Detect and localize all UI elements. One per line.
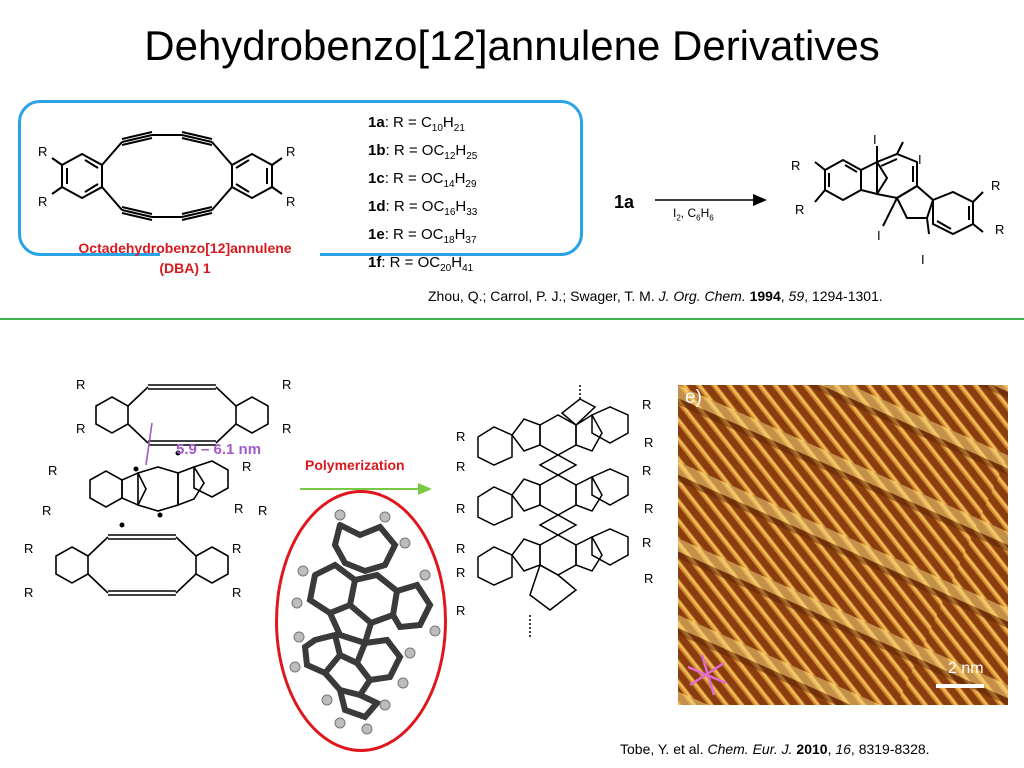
substituent-label: R (991, 178, 1000, 193)
substituent-label: R (38, 144, 47, 159)
substituent-label: R (644, 571, 653, 586)
reference-citation: Zhou, Q.; Carrol, P. J.; Swager, T. M. J… (428, 288, 883, 304)
substituent-label: R (456, 501, 465, 516)
substituent-label: R (456, 603, 465, 618)
substituent-label: R (642, 397, 651, 412)
substituent-label: R (282, 421, 291, 436)
substituent-label: R (242, 459, 251, 474)
scale-label: 2 nm (948, 660, 984, 677)
substituent-label: R (642, 463, 651, 478)
substituent-label: R (456, 459, 465, 474)
substituent-label: R (232, 585, 241, 600)
substituent-label: R (456, 565, 465, 580)
scale-bar-icon (936, 684, 984, 688)
stm-panel-label: e) (685, 387, 702, 408)
molecular-model-frame (275, 490, 447, 752)
iodo-label: I (918, 152, 922, 167)
substituent-label: R (644, 435, 653, 450)
substituent-label: R (995, 222, 1004, 237)
substituent-label: R (38, 194, 47, 209)
dba-structure: R R R R (38, 131, 295, 221)
slide-title: Dehydrobenzo[12]annulene Derivatives (144, 22, 880, 69)
substituent-label: R (76, 377, 85, 392)
iodo-label: I (921, 252, 925, 267)
dba-name-line: (DBA) 1 (159, 260, 211, 276)
molecular-model (289, 509, 441, 735)
substituent-label: R (456, 541, 465, 556)
substituent-label: R (282, 377, 291, 392)
lattice-axes-icon (687, 654, 727, 696)
substituent-label: R (48, 463, 57, 478)
reagent-label: I2, C6H6 (673, 206, 714, 223)
substituent-label: R (24, 541, 33, 556)
substituent-label: R (286, 144, 295, 159)
dba-name-line: Octadehydrobenzo[12]annulene (78, 240, 292, 256)
compound-entry: 1e: R = OC18H37 (368, 226, 477, 246)
dba-name-label: Octadehydrobenzo[12]annulene (DBA) 1 (55, 238, 315, 278)
distance-arrow-icon (145, 422, 153, 466)
reference-citation: Tobe, Y. et al. Chem. Eur. J. 2010, 16, … (620, 741, 930, 757)
dba-stack-structure: R R R R R R R R R R R R R (24, 377, 291, 600)
distance-label: 5.9 – 6.1 nm (176, 441, 262, 458)
substituent-label: R (456, 429, 465, 444)
compound-list: 1a: R = C10H21 1b: R = OC12H25 1c: R = O… (368, 112, 477, 280)
substituent-label: R (234, 501, 243, 516)
polymerization-label: Polymerization (305, 457, 405, 473)
iodo-label: I (877, 228, 881, 243)
substituent-label: R (795, 202, 804, 217)
compound-entry: 1c: R = OC14H29 (368, 170, 477, 190)
section-divider (0, 318, 1024, 320)
substituent-label: R (286, 194, 295, 209)
substituent-label: R (76, 421, 85, 436)
compound-entry: 1f: R = OC20H41 (368, 254, 474, 274)
reaction-arrow-icon (655, 194, 767, 206)
substituent-label: R (642, 535, 651, 550)
substituent-label: R (258, 503, 267, 518)
polymerization-arrow-icon (300, 483, 432, 495)
box-gap (160, 250, 320, 260)
stm-image (678, 385, 1008, 705)
substituent-label: R (791, 158, 800, 173)
substituent-label: R (42, 503, 51, 518)
compound-entry: 1a: R = C10H21 (368, 114, 465, 134)
reaction-substrate-label: 1a (614, 192, 635, 212)
compound-entry: 1b: R = OC12H25 (368, 142, 478, 162)
polymer-structure: R R R R R R R R R R R R (456, 385, 653, 637)
product-structure: R R R R I I I I (791, 132, 1004, 267)
substituent-label: R (644, 501, 653, 516)
substituent-label: R (232, 541, 241, 556)
compound-entry: 1d: R = OC16H33 (368, 198, 478, 218)
iodo-label: I (873, 132, 877, 147)
substituent-label: R (24, 585, 33, 600)
